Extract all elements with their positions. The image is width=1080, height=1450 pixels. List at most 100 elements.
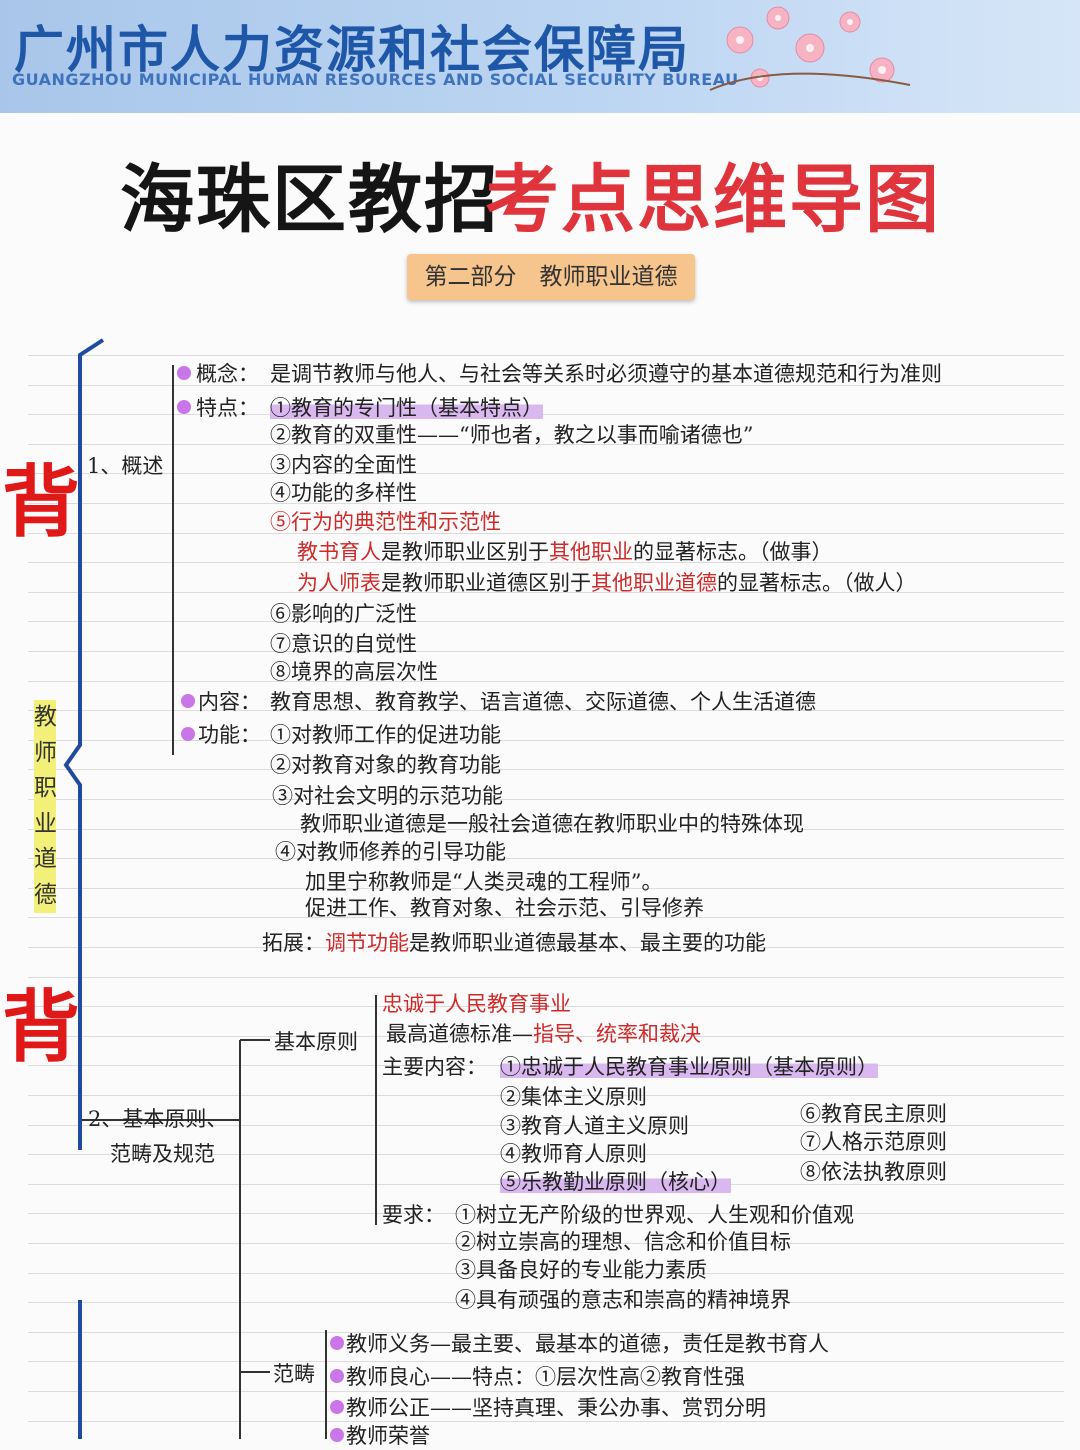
- ruled-line: [28, 947, 1064, 948]
- principle-item: ⑧依法执教原则: [800, 1160, 947, 1184]
- trait-item: ④功能的多样性: [270, 481, 417, 505]
- trait-item: ⑥影响的广泛性: [270, 602, 417, 626]
- ruled-line: [28, 592, 1064, 593]
- ruled-line: [28, 917, 1064, 918]
- trait-note: 教书育人是教师职业区别于其他职业的显著标志。（做事）: [297, 540, 833, 564]
- ruled-line: [28, 444, 1064, 445]
- ruled-line: [28, 533, 1064, 534]
- function-item: ①对教师工作的促进功能: [270, 723, 501, 747]
- title-black: 海珠区教招: [120, 157, 500, 243]
- highest-standard: 最高道德标准—指导、统率和裁决: [386, 1022, 701, 1046]
- traits-label: 特点：: [196, 396, 259, 420]
- trait-item: ③内容的全面性: [270, 453, 417, 477]
- ruled-line: [28, 414, 1064, 415]
- principle-item: ③教育人道主义原则: [500, 1114, 689, 1138]
- principle-item: ⑦人格示范原则: [800, 1130, 947, 1154]
- ruled-line: [28, 1154, 1064, 1155]
- function-note: 教师职业道德是一般社会道德在教师职业中的特殊体现: [300, 812, 804, 836]
- bullet-dot: [181, 727, 195, 741]
- principles-label-2: 范畴及规范: [110, 1142, 215, 1166]
- ruled-line: [28, 1125, 1064, 1126]
- function-item: ③对社会文明的示范功能: [272, 784, 503, 808]
- ruled-line: [28, 681, 1064, 682]
- function-item: ④对教师修养的引导功能: [275, 840, 506, 864]
- ruled-line: [28, 562, 1064, 563]
- requirement-item: ④具有顽强的意志和崇高的精神境界: [455, 1288, 791, 1312]
- blossom-decoration: [709, 6, 911, 91]
- basic-principle-label: 基本原则: [274, 1030, 358, 1054]
- trait-item: ⑧境界的高层次性: [270, 660, 438, 684]
- function-note: 促进工作、教育对象、社会示范、引导修养: [305, 896, 704, 920]
- ruled-line: [28, 858, 1064, 859]
- header-banner: 广州市人力资源和社会保障局 GUANGZHOU MUNICIPAL HUMAN …: [0, 0, 1080, 113]
- principle-item: ⑥教育民主原则: [800, 1102, 947, 1126]
- ruled-line: [28, 1213, 1064, 1214]
- requirement-item: ①树立无产阶级的世界观、人生观和价值观: [455, 1203, 854, 1227]
- ruled-line: [28, 888, 1064, 889]
- ruled-line: [28, 1421, 1064, 1422]
- ruled-line: [28, 799, 1064, 800]
- requirement-label: 要求：: [382, 1203, 445, 1227]
- trait-item: ②教育的双重性——“师也者，教之以事而喻诸德也”: [270, 423, 754, 447]
- content-label: 内容：: [198, 690, 261, 714]
- vertical-section-label: 教师职业道德: [34, 700, 57, 913]
- bureau-name-cn: 广州市人力资源和社会保障局: [14, 21, 690, 79]
- bullet-dot: [181, 694, 195, 708]
- ruled-line: [28, 651, 1064, 652]
- ruled-line: [28, 710, 1064, 711]
- category-item: 教师荣誉: [346, 1424, 430, 1448]
- requirement-item: ③具备良好的专业能力素质: [455, 1258, 707, 1282]
- category-item: 教师义务—最主要、最基本的道德，责任是教书育人: [346, 1332, 829, 1356]
- memorize-mark-2: 背: [2, 982, 81, 1073]
- ruled-line: [28, 355, 1064, 356]
- principle-item: ④教师育人原则: [500, 1142, 647, 1166]
- concept-text: 是调节教师与他人、与社会等关系时必须遵守的基本道德规范和行为准则: [270, 362, 942, 386]
- category-item: 教师良心——特点：①层次性高②教育性强: [346, 1365, 745, 1389]
- loyal-text: 忠诚于人民教育事业: [382, 992, 571, 1016]
- trait-item: ①教育的专门性（基本特点）: [270, 394, 543, 422]
- bullet-dot: [330, 1400, 344, 1414]
- trait-note: 为人师表是教师职业道德区别于其他职业道德的显著标志。（做人）: [297, 571, 917, 595]
- extend-note: 拓展：调节功能是教师职业道德最基本、最主要的功能: [262, 931, 766, 955]
- bullet-dot: [177, 366, 191, 380]
- function-note: 加里宁称教师是“人类灵魂的工程师”。: [305, 870, 663, 894]
- ruled-line: [28, 829, 1064, 830]
- ruled-line: [28, 473, 1064, 474]
- ruled-line: [28, 740, 1064, 741]
- principle-item: ②集体主义原则: [500, 1085, 647, 1109]
- function-label: 功能：: [198, 723, 261, 747]
- bullet-dot: [330, 1369, 344, 1383]
- ruled-line: [28, 1332, 1064, 1333]
- bullet-dot: [330, 1428, 344, 1442]
- ruled-line: [28, 1006, 1064, 1007]
- category-item: 教师公正——坚持真理、秉公办事、赏罚分明: [346, 1396, 766, 1420]
- notebook-paper: [0, 113, 1080, 1439]
- ruled-line: [28, 977, 1064, 978]
- overview-label: 1、概述: [87, 454, 164, 478]
- ruled-line: [28, 621, 1064, 622]
- ruled-line: [28, 1243, 1064, 1244]
- title-red: 考点思维导图: [485, 157, 941, 243]
- main-content-label: 主要内容：: [382, 1055, 487, 1079]
- section-badge: 第二部分 教师职业道德: [407, 254, 695, 300]
- principle-item: ⑤乐教勤业原则（核心）: [500, 1168, 731, 1196]
- ruled-line: [28, 1036, 1064, 1037]
- ruled-line: [28, 503, 1064, 504]
- bullet-dot: [177, 400, 191, 414]
- ruled-line: [28, 1095, 1064, 1096]
- ruled-line: [28, 385, 1064, 386]
- trait-item: ⑦意识的自觉性: [270, 632, 417, 656]
- principles-label-1: 2、基本原则、: [88, 1107, 228, 1131]
- category-label: 范畴: [273, 1362, 315, 1386]
- ruled-line: [28, 1391, 1064, 1392]
- requirement-item: ②树立崇高的理想、信念和价值目标: [455, 1230, 791, 1254]
- bullet-dot: [330, 1336, 344, 1350]
- function-item: ②对教育对象的教育功能: [270, 753, 501, 777]
- bureau-name-en: GUANGZHOU MUNICIPAL HUMAN RESOURCES AND …: [12, 70, 739, 89]
- ruled-line: [28, 1273, 1064, 1274]
- principle-item: ①忠诚于人民教育事业原则（基本原则）: [500, 1053, 878, 1081]
- ruled-line: [28, 1361, 1064, 1362]
- ruled-line: [28, 769, 1064, 770]
- concept-label: 概念：: [196, 362, 259, 386]
- content-text: 教育思想、教育教学、语言道德、交际道德、个人生活道德: [270, 690, 816, 714]
